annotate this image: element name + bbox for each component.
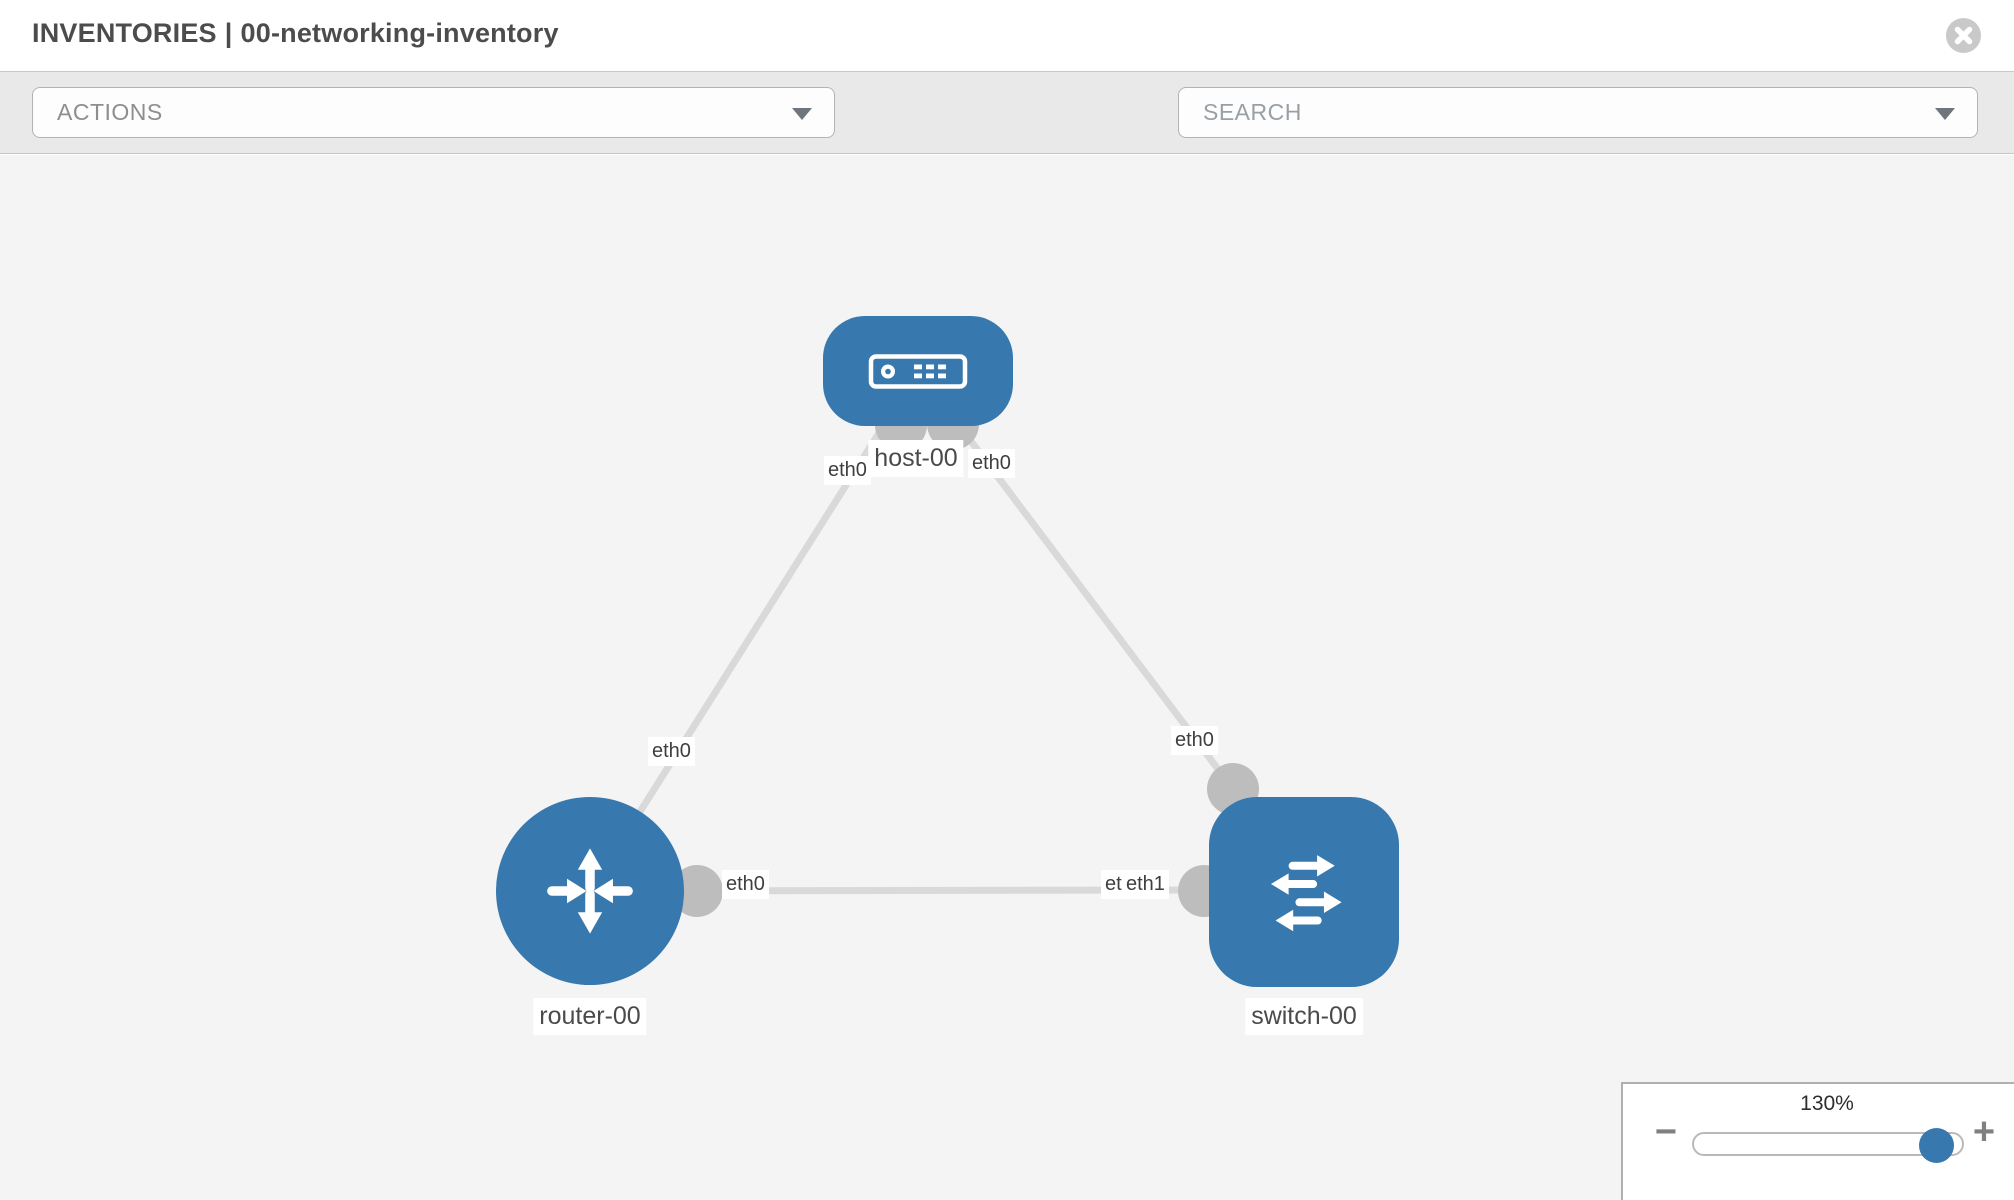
chevron-down-icon bbox=[1935, 108, 1955, 120]
interface-dot bbox=[671, 865, 723, 917]
interface-label-host-to-router: eth0 bbox=[824, 456, 871, 485]
page-title-section: INVENTORIES bbox=[32, 18, 217, 48]
page-title-separator: | bbox=[224, 18, 233, 48]
interface-label-host-to-switch: eth0 bbox=[968, 449, 1015, 478]
switch-arrows-icon bbox=[1270, 855, 1342, 932]
node-label-switch: switch-00 bbox=[1245, 998, 1363, 1035]
node-host-00[interactable] bbox=[823, 316, 1013, 426]
page-title: INVENTORIES|00-networking-inventory bbox=[32, 18, 559, 49]
inventory-name: 00-networking-inventory bbox=[240, 18, 559, 48]
close-button[interactable] bbox=[1946, 18, 1981, 53]
actions-dropdown[interactable]: ACTIONS bbox=[32, 87, 835, 138]
zoom-level-value: 130% bbox=[1800, 1092, 1854, 1115]
search-placeholder: SEARCH bbox=[1203, 99, 1302, 125]
x-circle-icon bbox=[1946, 18, 1981, 53]
toolbar: ACTIONS SEARCH bbox=[0, 71, 2014, 205]
topology-canvas[interactable]: host-00 router-00 switch-00 eth0 eth0 et… bbox=[0, 155, 2014, 1200]
search-dropdown[interactable]: SEARCH bbox=[1178, 87, 1978, 138]
interface-label-switch-to-router: eth1 bbox=[1122, 870, 1169, 899]
interface-label-router-to-host: eth0 bbox=[648, 737, 695, 766]
node-label-router: router-00 bbox=[533, 998, 647, 1035]
node-switch-00[interactable] bbox=[1209, 797, 1399, 987]
zoom-in-button[interactable]: + bbox=[1972, 1111, 1996, 1153]
chevron-down-icon bbox=[792, 108, 812, 120]
node-label-host: host-00 bbox=[868, 440, 964, 477]
interface-label-router-to-switch: eth0 bbox=[722, 870, 769, 899]
server-icon bbox=[868, 353, 968, 389]
router-arrows-icon bbox=[547, 848, 633, 934]
actions-dropdown-label: ACTIONS bbox=[57, 99, 163, 125]
zoom-slider-handle[interactable] bbox=[1919, 1128, 1954, 1163]
header: INVENTORIES|00-networking-inventory bbox=[0, 0, 2014, 71]
zoom-slider-track[interactable] bbox=[1692, 1128, 1964, 1163]
node-router-00[interactable] bbox=[496, 797, 684, 985]
interface-label-switch-to-host: eth0 bbox=[1171, 726, 1218, 755]
zoom-out-button[interactable]: − bbox=[1654, 1111, 1678, 1153]
zoom-panel: 130% − + bbox=[1621, 1082, 2014, 1200]
